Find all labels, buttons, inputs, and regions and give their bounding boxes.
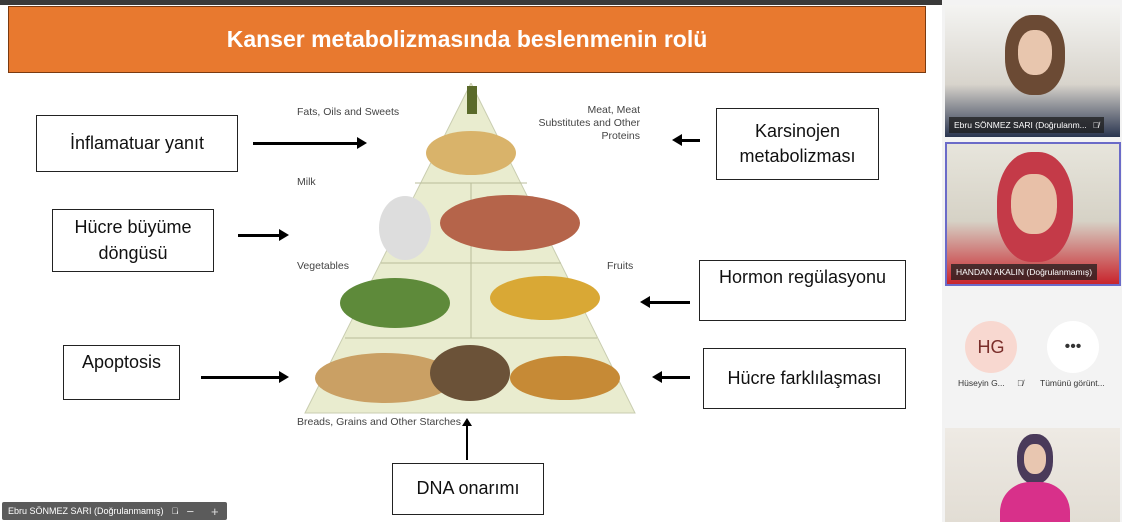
top-bar [0, 0, 942, 5]
arrow-left [652, 371, 690, 383]
box-inflamatuar: İnflamatuar yanıt [36, 115, 238, 172]
video-tile[interactable] [945, 428, 1120, 522]
label-vegetables: Vegetables [297, 260, 349, 272]
arrow-left [640, 296, 690, 308]
arrow-right [201, 371, 289, 383]
arrow-left [672, 134, 700, 146]
arrow-right [253, 137, 367, 149]
slide-title: Kanser metabolizmasında beslenmenin rolü [8, 6, 926, 73]
box-karsinojen: Karsinojen metabolizması [716, 108, 879, 180]
participant-name: Ebru SÖNMEZ SARI (Doğrulanm...🎙̸ [949, 117, 1105, 133]
video-tile-active-speaker[interactable]: HANDAN AKALIN (Doğrulanmamış) [945, 142, 1121, 286]
video-tile[interactable]: Ebru SÖNMEZ SARI (Doğrulanm...🎙̸ [945, 5, 1120, 137]
participant-name: HANDAN AKALIN (Doğrulanmamış) [951, 264, 1098, 280]
view-all-label[interactable]: Tümünü görünt... [1040, 378, 1105, 388]
box-dna: DNA onarımı [392, 463, 544, 515]
zoom-out-button[interactable]: − [186, 503, 195, 519]
box-apoptosis: Apoptosis [63, 345, 180, 400]
label-fruits: Fruits [607, 260, 634, 272]
zoom-in-button[interactable]: + [210, 503, 219, 519]
mic-muted-icon: 🎙̸ [171, 506, 179, 516]
more-icon[interactable]: ••• [1047, 321, 1099, 373]
mic-muted-icon: 🎙̸ [1092, 120, 1100, 130]
participants-panel: Ebru SÖNMEZ SARI (Doğrulanm...🎙̸ HANDAN … [942, 0, 1122, 522]
label-milk: Milk [297, 176, 316, 188]
box-hucre-buyume: Hücre büyüme döngüsü [52, 209, 214, 272]
label-breads: Breads, Grains and Other Starches [297, 416, 461, 428]
label-meat: Meat, Meat Substitutes and Other Protein… [538, 104, 640, 143]
label-fats: Fats, Oils and Sweets [297, 106, 400, 118]
box-hormon: Hormon regülasyonu [699, 260, 906, 321]
arrow-up [466, 424, 468, 460]
food-pyramid-image [304, 83, 636, 414]
arrow-up-head [462, 418, 472, 426]
avatar[interactable]: HG [965, 321, 1017, 373]
zoom-controls: −+ [178, 502, 227, 520]
mic-muted-icon: 🎙̸ [1017, 378, 1024, 388]
box-hucre-farklilasmasi: Hücre farklılaşması [703, 348, 906, 409]
self-view-name: Ebru SÖNMEZ SARI (Doğrulanmamış)🎙̸ [2, 502, 185, 520]
arrow-right [238, 229, 289, 241]
participant-name: Hüseyin G... [958, 378, 1005, 388]
